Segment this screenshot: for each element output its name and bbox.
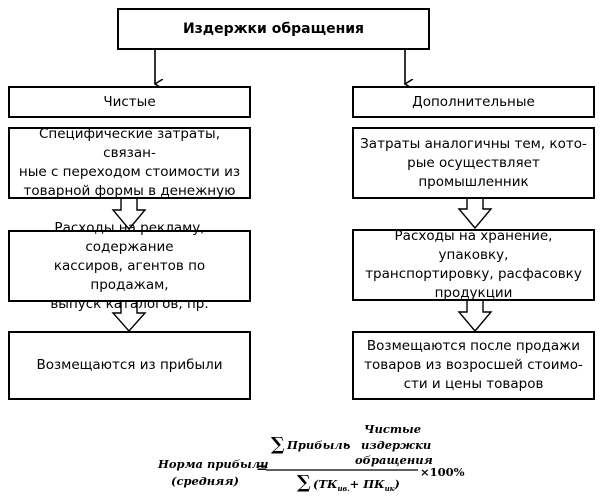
denominator-sub1: ив. [337, 484, 350, 493]
block-arrow-right-1 [457, 195, 493, 230]
block-arrow-right-2 [457, 298, 493, 333]
left-box-2-text: Расходы на рекламу, содержание кассиров,… [50, 219, 209, 312]
left-box-2: Расходы на рекламу, содержание кассиров,… [8, 220, 251, 312]
right-box-2-text: Расходы на хранение, упаковку, транспорт… [365, 228, 582, 301]
formula-equals: = [256, 460, 268, 476]
denominator-open: (ТК [313, 477, 338, 491]
title-box: Издержки обращения [117, 8, 430, 50]
left-box-1-text: Специфические затраты, связан- ные с пер… [18, 126, 241, 199]
formula-chistye-line1: Чистые [364, 422, 422, 436]
formula-chistye-line3: обращения [355, 453, 433, 467]
right-box-1: Затраты аналогичны тем, кото- рые осущес… [352, 127, 595, 199]
denominator-close: ) [394, 477, 400, 491]
right-header-box: Дополнительные [352, 86, 595, 118]
formula-chistye-line2: издержки [361, 438, 432, 452]
title-text: Издержки обращения [182, 20, 365, 37]
formula-denominator: (ТКив.+ ПКик) [313, 477, 400, 493]
denominator-plus: + ПК [349, 477, 385, 491]
left-header-box: Чистые [8, 86, 251, 118]
formula-lhs-line2: (средняя) [171, 474, 239, 488]
formula-lhs-line1: Норма прибыли [158, 457, 269, 471]
right-box-3-text: Возмещаются после продажи товаров из воз… [364, 338, 583, 392]
formula-sum-denominator: ∑ [297, 472, 311, 493]
formula-times100: ×100% [420, 465, 465, 479]
right-box-1-text: Затраты аналогичны тем, кото- рые осущес… [360, 135, 587, 190]
right-box-2: Расходы на хранение, упаковку, транспорт… [352, 228, 595, 301]
right-header-text: Дополнительные [412, 93, 535, 110]
left-header-text: Чистые [103, 93, 156, 110]
block-arrow-left-1 [111, 196, 147, 231]
block-arrow-left-2 [111, 299, 147, 333]
left-box-1: Специфические затраты, связан- ные с пер… [8, 126, 251, 199]
formula-sum-numerator: ∑ [271, 434, 285, 455]
left-box-3: Возмещаются из прибыли [8, 331, 251, 400]
left-box-3-text: Возмещаются из прибыли [36, 357, 223, 373]
formula-numerator-word: Прибыль [287, 438, 351, 452]
denominator-sub2: ик [384, 484, 395, 493]
right-box-3: Возмещаются после продажи товаров из воз… [352, 331, 595, 400]
formula-minus: – [344, 437, 350, 451]
